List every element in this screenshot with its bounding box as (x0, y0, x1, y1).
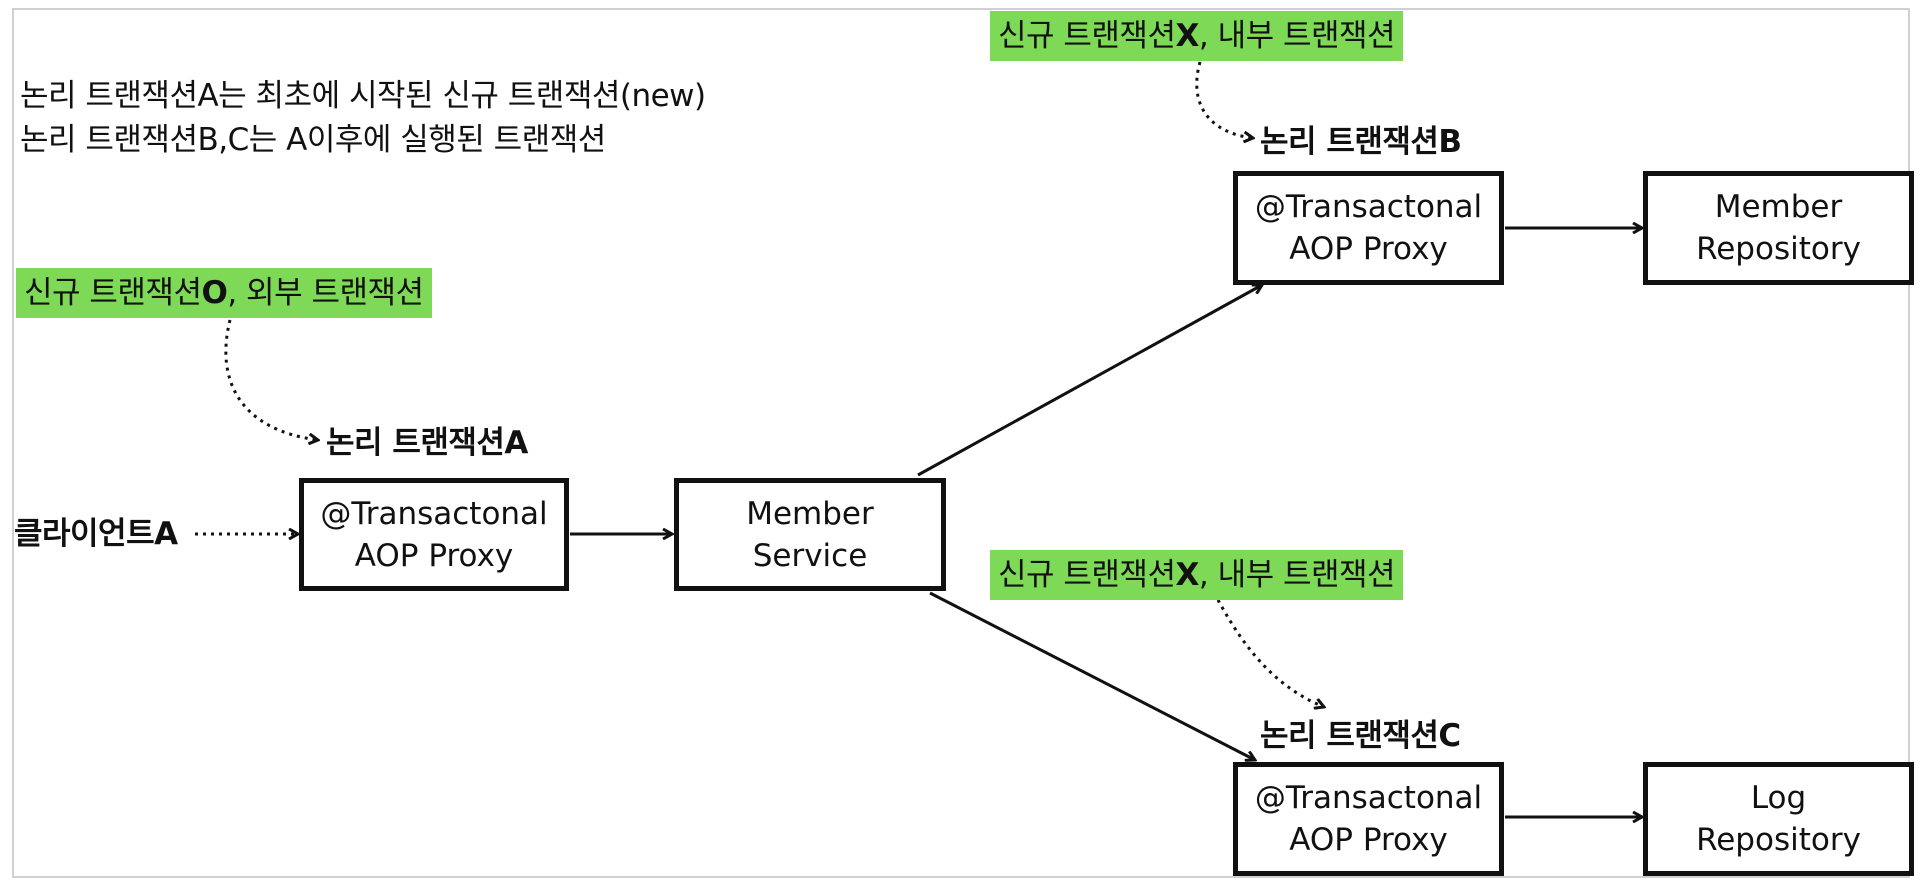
tag-prefix: 신규 트랜잭션 (998, 557, 1176, 593)
service-to-proxy-c-arrow (929, 591, 1255, 760)
logical-transaction-a-label: 논리 트랜잭션A (326, 425, 528, 461)
proxy-c-box: @Transactonal AOP Proxy (1233, 762, 1504, 876)
member-repository-box: Member Repository (1643, 171, 1914, 285)
logical-transaction-c-label: 논리 트랜잭션C (1260, 718, 1461, 754)
service-to-proxy-b-arrow (917, 285, 1262, 477)
tag-suffix: , 내부 트랜잭션 (1198, 18, 1396, 54)
log-repository-box: Log Repository (1643, 762, 1914, 876)
outer-transaction-tag: 신규 트랜잭션O, 외부 트랜잭션 (16, 268, 432, 318)
proxy-a-box: @Transactonal AOP Proxy (299, 478, 569, 591)
tag-flag: X (1175, 18, 1199, 54)
member-repository-text: Member Repository (1696, 189, 1861, 267)
log-repository-text: Log Repository (1696, 780, 1861, 858)
note-line-1: 논리 트랜잭션A는 최초에 시작된 신규 트랜잭션(new) (20, 78, 706, 114)
inner-transaction-tag-b: 신규 트랜잭션X, 내부 트랜잭션 (990, 11, 1404, 61)
proxy-a-text: @Transactonal AOP Proxy (320, 495, 548, 574)
proxy-c-text: @Transactonal AOP Proxy (1254, 780, 1483, 858)
tag-flag: X (1175, 557, 1199, 593)
note-line-2: 논리 트랜잭션B,C는 A이후에 실행된 트랜잭션 (20, 122, 606, 158)
logical-transaction-b-label: 논리 트랜잭션B (1260, 124, 1462, 160)
inner-b-tag-pointer (1195, 61, 1253, 138)
proxy-b-text: @Transactonal AOP Proxy (1254, 189, 1483, 267)
inner-transaction-tag-c: 신규 트랜잭션X, 내부 트랜잭션 (990, 550, 1404, 600)
tag-suffix: , 외부 트랜잭션 (227, 275, 424, 311)
proxy-b-box: @Transactonal AOP Proxy (1233, 171, 1504, 285)
tag-suffix: , 내부 트랜잭션 (1198, 557, 1396, 593)
member-service-text: Member Service (746, 495, 874, 574)
diagram-frame (12, 8, 1910, 878)
tag-prefix: 신규 트랜잭션 (24, 275, 202, 311)
inner-c-tag-pointer (1216, 599, 1324, 707)
tag-flag: O (201, 275, 228, 311)
tag-prefix: 신규 트랜잭션 (998, 18, 1176, 54)
member-service-box: Member Service (674, 478, 946, 591)
client-label: 클라이언트A (14, 516, 178, 552)
outer-tag-pointer (224, 319, 318, 440)
